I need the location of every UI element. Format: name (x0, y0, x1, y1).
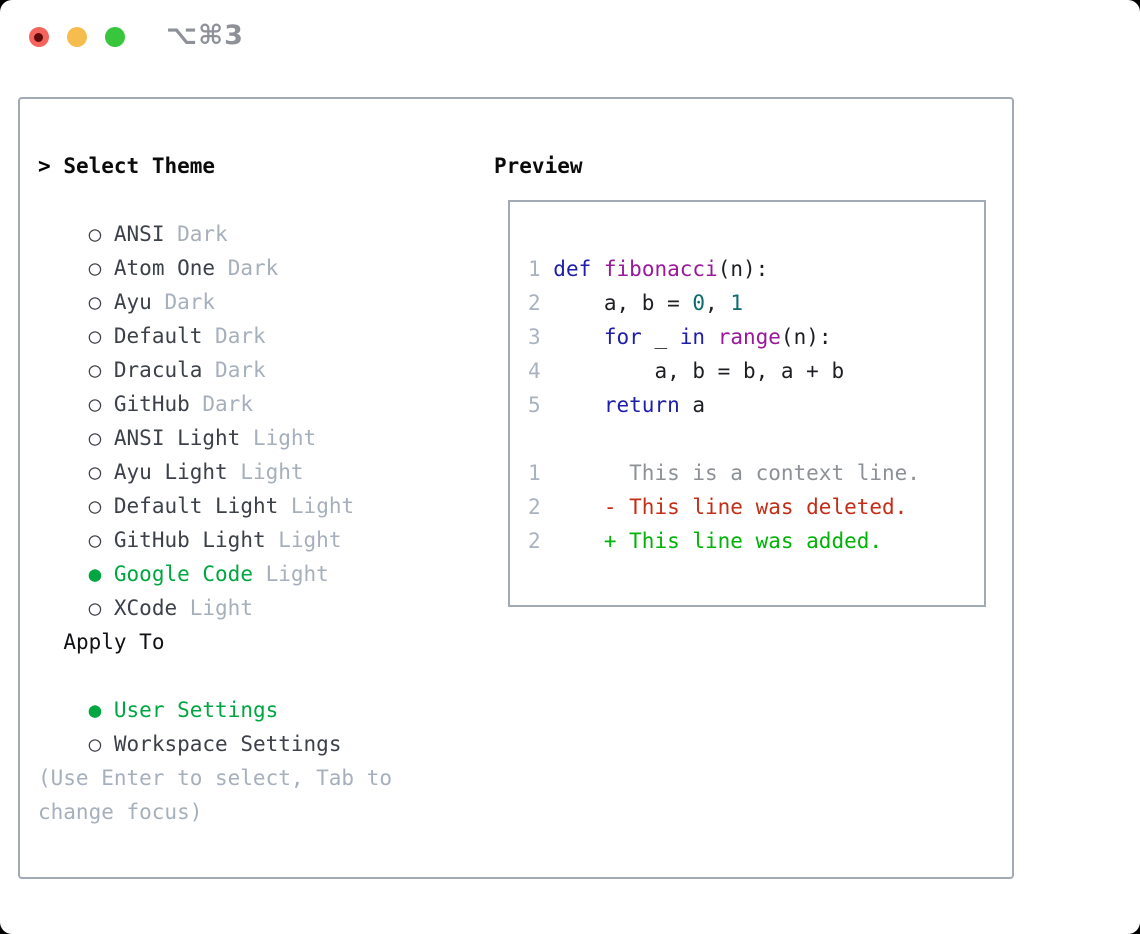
theme-option-ansi-light[interactable]: ○ ANSI Light Light (38, 387, 478, 450)
code-line: 2 + This line was added. (528, 529, 883, 553)
radio-icon: ○ (88, 528, 102, 552)
prompt-caret-icon: > (38, 154, 51, 178)
zoom-button-icon[interactable] (105, 27, 125, 47)
code-line: 2 - This line was deleted. (528, 495, 908, 519)
apply-option-workspace-settings[interactable]: ○ Workspace Settings (38, 693, 478, 756)
option-label: Dracula (113, 358, 203, 382)
radio-icon: ○ (88, 256, 102, 280)
close-button-icon[interactable] (29, 27, 49, 47)
theme-option-ansi[interactable]: ○ ANSI Dark (38, 183, 478, 246)
option-label: Workspace Settings (113, 732, 342, 756)
apply-to-list: ● User Settings ○ Workspace Settings (38, 659, 478, 756)
option-label: Google Code (113, 562, 253, 586)
theme-option-dracula[interactable]: ○ Dracula Dark (38, 319, 478, 382)
option-variant: Dark (202, 324, 266, 348)
theme-option-github[interactable]: ○ GitHub Dark (38, 353, 478, 416)
option-label: Ayu Light (113, 460, 228, 484)
code-line: 1 This is a context line. (528, 461, 920, 485)
radio-icon: ○ (88, 596, 102, 620)
option-label: ANSI Light (113, 426, 241, 450)
theme-picker-title: Select Theme (63, 154, 216, 178)
radio-icon: ● (88, 698, 102, 722)
apply-to-header: Apply To (38, 625, 478, 659)
code-line: 2 a, b = 0, 1 (528, 291, 743, 315)
theme-picker-header: > Select Theme (38, 149, 478, 183)
theme-picker: > Select Theme ○ ANSI Dark ○ Atom One Da… (38, 149, 478, 829)
radio-icon: ○ (88, 222, 102, 246)
option-label: Ayu (113, 290, 152, 314)
theme-option-ayu-light[interactable]: ○ Ayu Light Light (38, 421, 478, 484)
option-label: User Settings (113, 698, 279, 722)
theme-option-atom-one[interactable]: ○ Atom One Dark (38, 217, 478, 280)
option-label: XCode (113, 596, 178, 620)
theme-option-ayu[interactable]: ○ Ayu Dark (38, 251, 478, 314)
code-line: 5 return a (528, 393, 706, 417)
option-variant: Dark (215, 256, 279, 280)
marker-blank (38, 630, 51, 654)
main-panel: > Select Theme ○ ANSI Dark ○ Atom One Da… (18, 97, 1014, 879)
theme-list: ○ ANSI Dark ○ Atom One Dark ○ Ayu Dark ○… (38, 183, 478, 620)
apply-option-user-settings[interactable]: ● User Settings (38, 659, 478, 722)
code-line: 4 a, b = b, a + b (528, 359, 845, 383)
theme-option-google-code[interactable]: ● Google Code Light (38, 523, 478, 586)
titlebar: ⌥⌘3 (0, 0, 1140, 80)
code-line: 1 def fibonacci(n): (528, 257, 769, 281)
option-label: Atom One (113, 256, 216, 280)
option-variant: Light (240, 426, 317, 450)
option-variant: Dark (164, 222, 228, 246)
radio-icon: ● (88, 562, 102, 586)
preview-diff-block: 1 This is a context line. 2 - This line w… (528, 456, 984, 558)
option-variant: Light (177, 596, 253, 620)
preview-panel: Preview 1 def fibonacci(n): 2 a, b = 0, 1… (494, 149, 994, 607)
radio-icon: ○ (88, 324, 102, 348)
radio-icon: ○ (88, 426, 102, 450)
theme-option-default-light[interactable]: ○ Default Light Light (38, 455, 478, 518)
radio-icon: ○ (88, 460, 102, 484)
code-line: 3 for _ in range(n): (528, 325, 832, 349)
radio-icon: ○ (88, 392, 102, 416)
theme-option-github-light[interactable]: ○ GitHub Light Light (38, 489, 478, 552)
option-variant: Light (227, 460, 304, 484)
theme-option-default[interactable]: ○ Default Dark (38, 285, 478, 348)
option-label: GitHub Light (113, 528, 266, 552)
option-label: Default (113, 324, 203, 348)
option-label: ANSI (113, 222, 165, 246)
preview-code-block: 1 def fibonacci(n): 2 a, b = 0, 1 3 for _ … (528, 252, 984, 422)
option-label: GitHub (113, 392, 190, 416)
option-label: Default Light (113, 494, 279, 518)
radio-icon: ○ (88, 732, 102, 756)
preview-header: Preview (494, 154, 583, 178)
option-variant: Light (265, 528, 342, 552)
theme-option-xcode[interactable]: ○ XCode Light (38, 557, 478, 620)
option-variant: Light (278, 494, 355, 518)
option-variant: Dark (189, 392, 253, 416)
radio-icon: ○ (88, 494, 102, 518)
minimize-button-icon[interactable] (67, 27, 87, 47)
radio-icon: ○ (88, 290, 102, 314)
window-title: ⌥⌘3 (166, 20, 244, 51)
radio-icon: ○ (88, 358, 102, 382)
preview-box: 1 def fibonacci(n): 2 a, b = 0, 1 3 for _ … (508, 200, 986, 607)
hint-text: (Use Enter to select, Tab to change focu… (38, 766, 393, 824)
option-variant: Dark (202, 358, 266, 382)
option-variant: Light (252, 562, 329, 586)
option-variant: Dark (151, 290, 216, 314)
